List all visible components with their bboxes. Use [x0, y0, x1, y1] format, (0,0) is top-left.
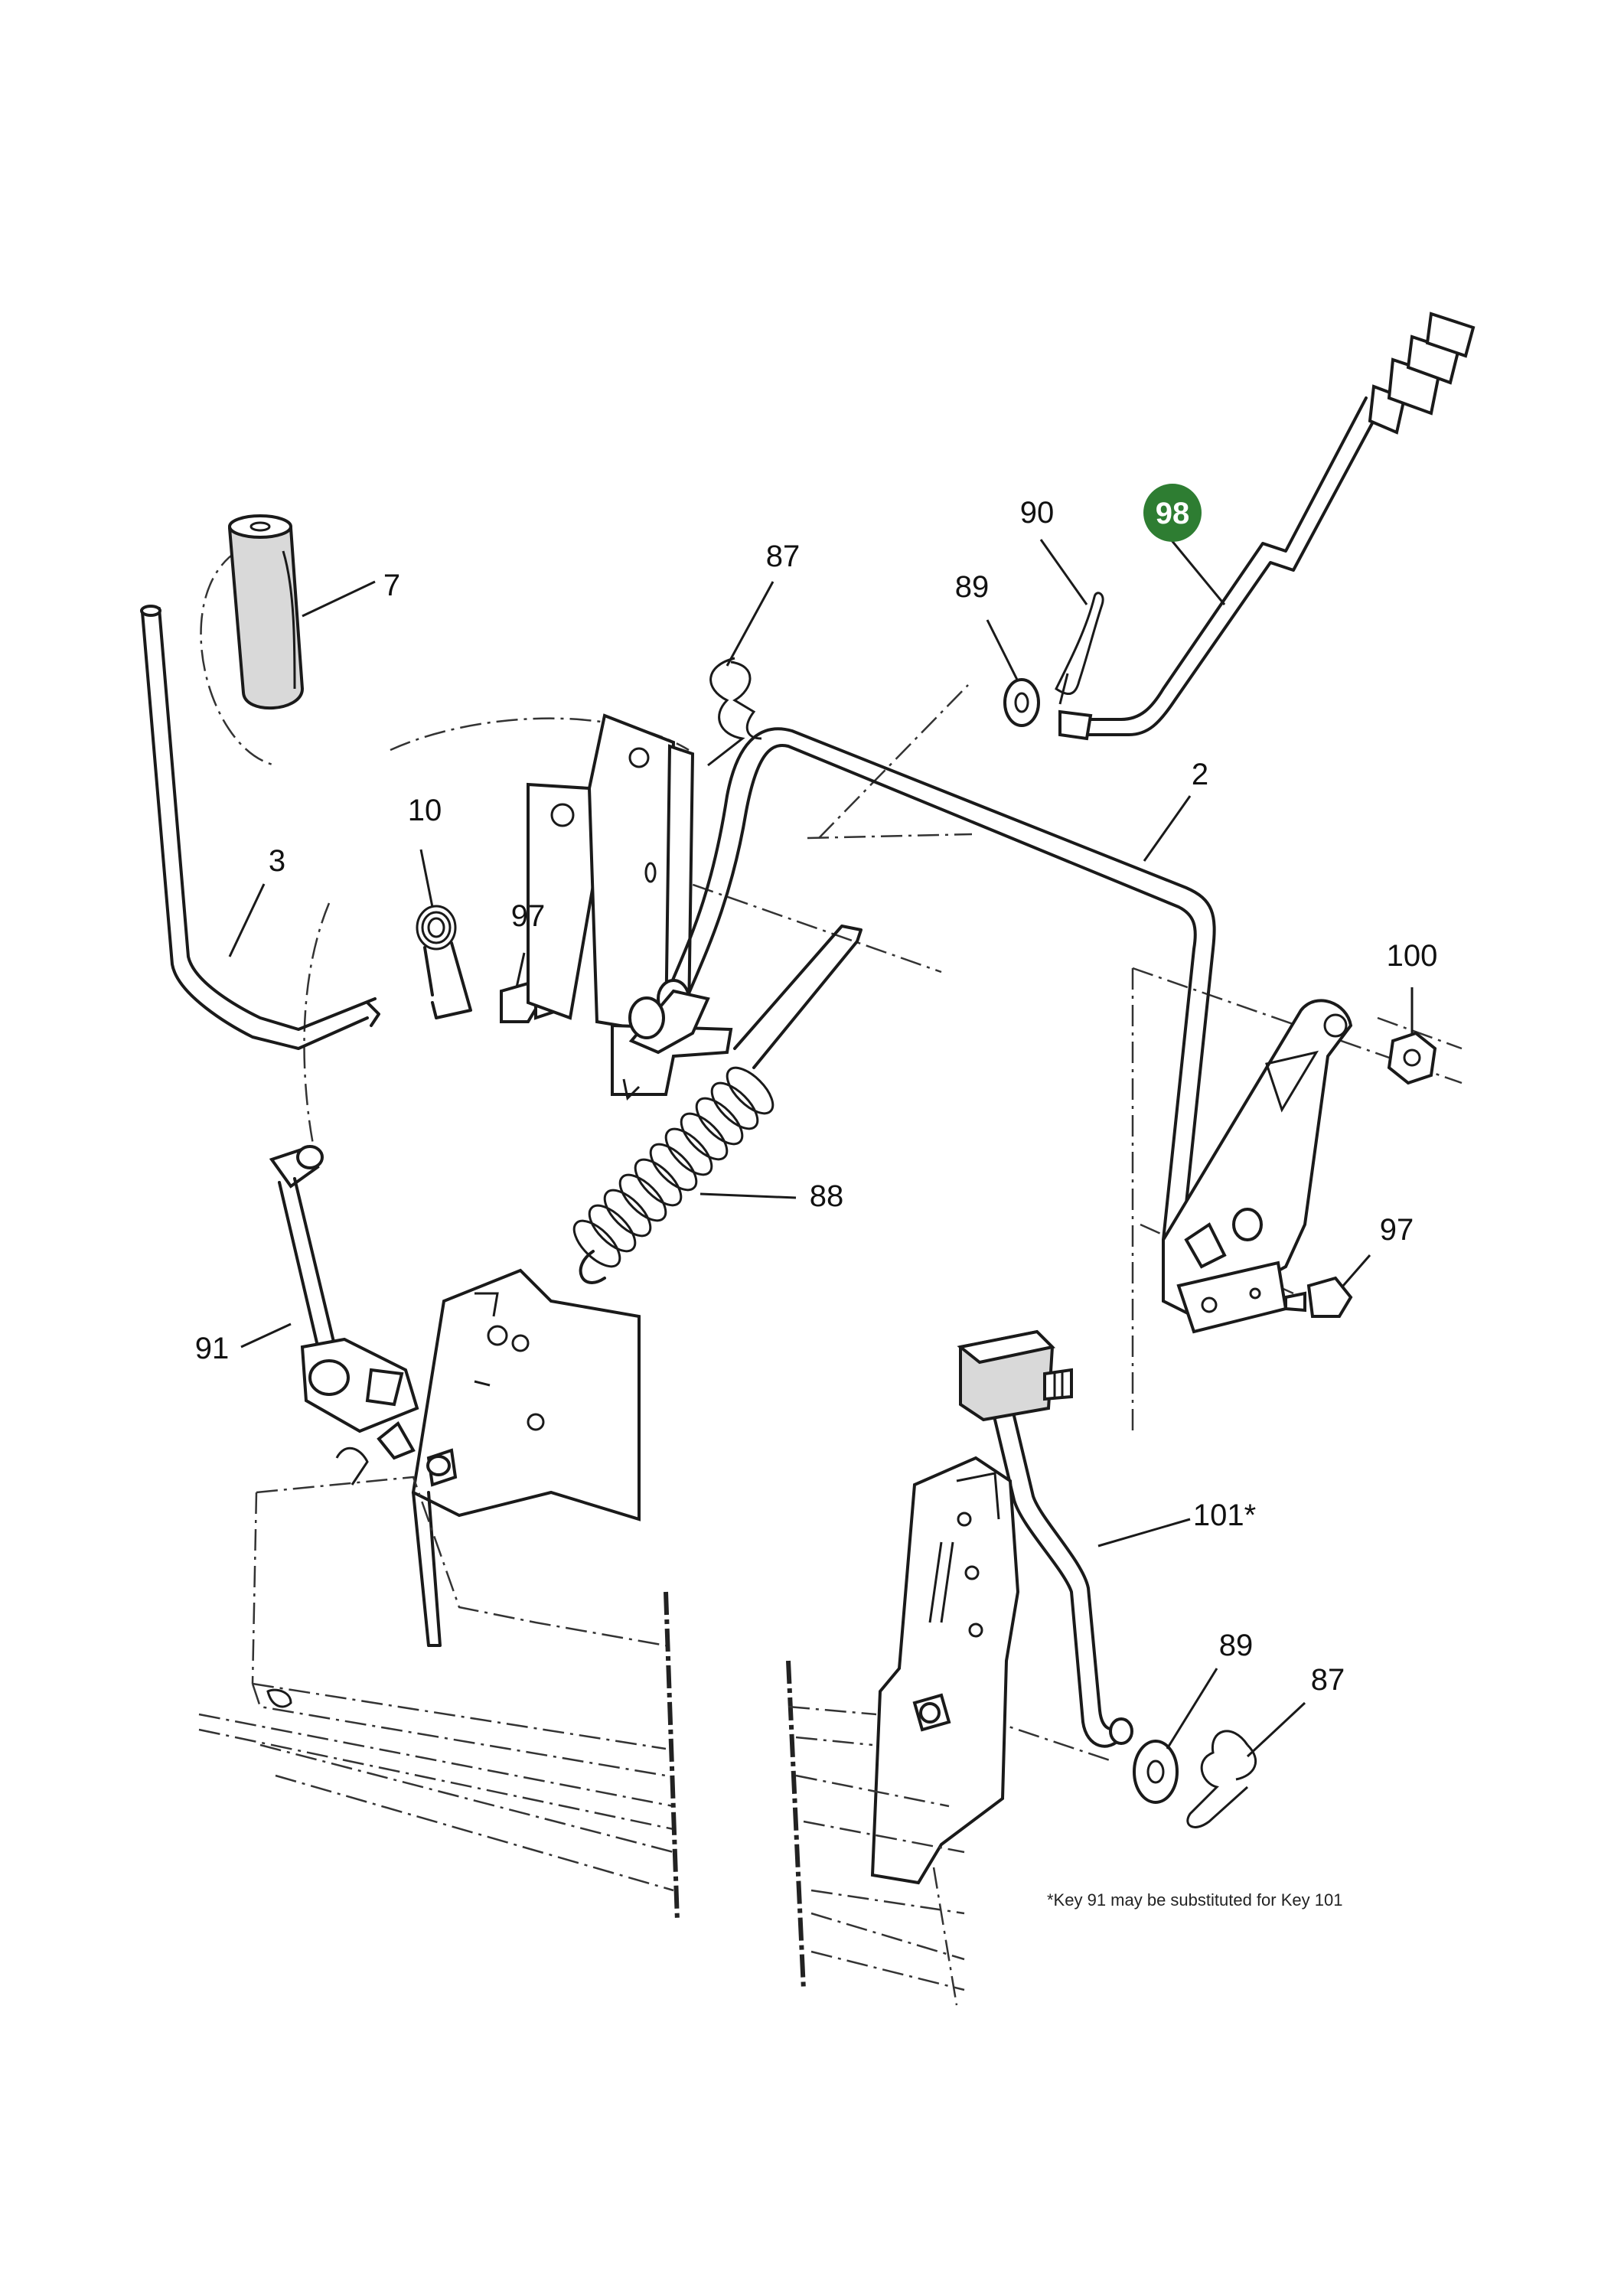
callout-89-upper: 89 — [955, 570, 990, 604]
left-mower-deck-outline — [198, 1476, 680, 1922]
callout-7: 7 — [383, 569, 400, 602]
hairpin-clip-part-87-lower — [1186, 1730, 1257, 1828]
callout-90: 90 — [1020, 496, 1055, 530]
callout-97-upper: 97 — [511, 899, 546, 933]
callout-3: 3 — [269, 844, 285, 878]
callout-labels: 98 90 87 89 7 2 10 3 97 100 88 97 91 101… — [195, 484, 1438, 1697]
lift-shaft-part-2 — [657, 727, 1216, 1241]
hairpin-clip-part-87-upper — [707, 657, 762, 767]
lift-link-part-91 — [269, 1145, 419, 1486]
washer-part-89-upper — [1003, 678, 1040, 727]
callout-89-lower: 89 — [1219, 1629, 1254, 1662]
extension-spring-part-88 — [572, 925, 863, 1284]
left-deck-bracket — [411, 1268, 641, 1647]
callout-leaders — [228, 539, 1414, 1758]
lift-handle-part-3 — [140, 605, 380, 1050]
callout-91: 91 — [195, 1332, 230, 1365]
callout-101: 101* — [1193, 1499, 1256, 1532]
clip-part-90 — [1055, 592, 1104, 705]
nut-part-100 — [1387, 1031, 1437, 1085]
washer-part-89-lower — [1133, 1740, 1179, 1804]
lift-link-rod-part-98 — [1058, 311, 1476, 741]
callout-2: 2 — [1192, 758, 1208, 791]
callout-88: 88 — [810, 1179, 844, 1213]
callout-100: 100 — [1387, 939, 1438, 973]
callout-87-upper: 87 — [766, 540, 801, 573]
right-deck-bracket — [870, 1456, 1020, 1885]
right-mower-deck-outline — [786, 1660, 965, 2006]
callout-97-lower: 97 — [1380, 1213, 1414, 1247]
highlight-badge-98[interactable] — [1143, 484, 1202, 542]
grip-part-7 — [227, 514, 305, 709]
bolt-part-97-lower — [1284, 1276, 1353, 1318]
callout-87-lower: 87 — [1311, 1663, 1345, 1697]
lift-link-part-101 — [957, 1329, 1133, 1748]
footnote: *Key 91 may be substituted for Key 101 — [1047, 1890, 1342, 1910]
torsion-spring-part-10 — [416, 905, 472, 1019]
callout-98[interactable]: 98 — [1156, 497, 1190, 530]
upper-lift-arm — [628, 989, 710, 1055]
callout-10: 10 — [408, 794, 442, 827]
